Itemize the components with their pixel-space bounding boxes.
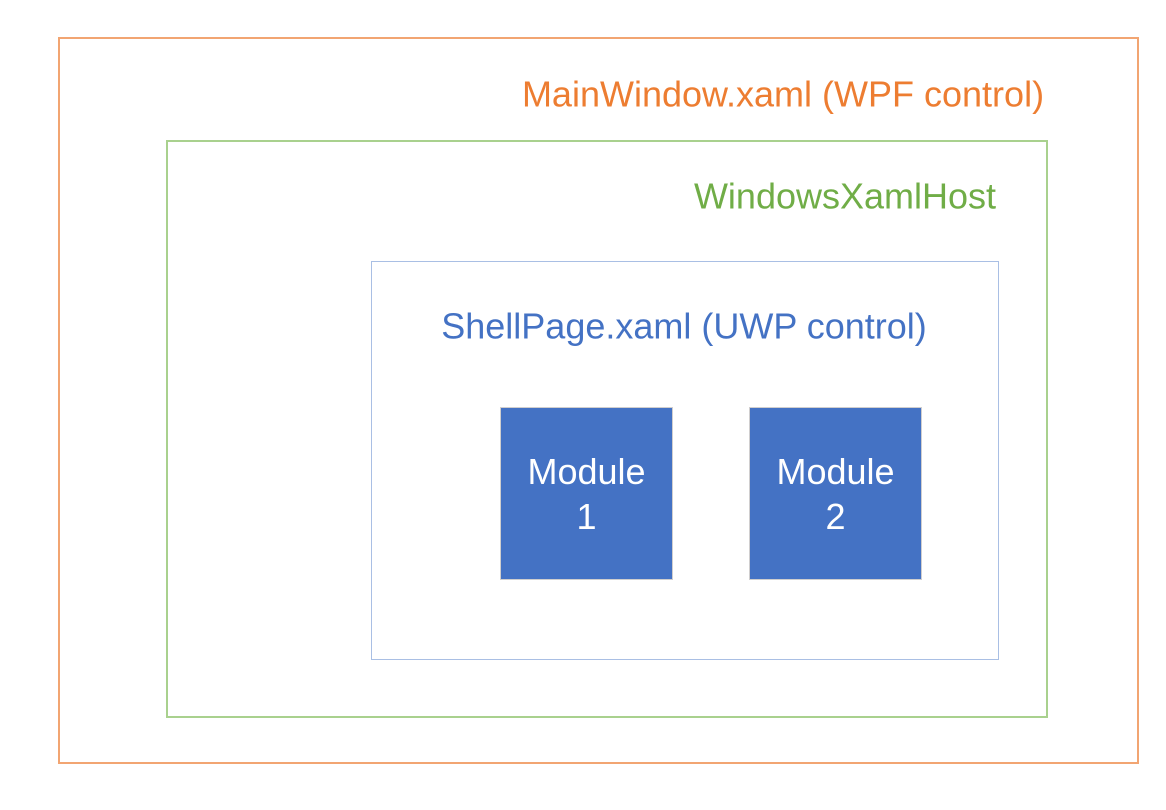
windowsxamlhost-label: WindowsXamlHost: [693, 175, 997, 217]
module-2-label: Module: [776, 450, 895, 492]
shellpage-label: ShellPage.xaml (UWP control): [441, 305, 927, 347]
module-1-box: Module 1: [500, 407, 673, 580]
module-2-box: Module 2: [749, 407, 922, 580]
mainwindow-label: MainWindow.xaml (WPF control): [521, 73, 1045, 115]
windowsxamlhost-box: [166, 140, 1048, 718]
mainwindow-box: [58, 37, 1139, 764]
module-1-label: Module: [527, 450, 646, 492]
shellpage-box: [371, 261, 999, 660]
module-2-number: 2: [825, 495, 846, 537]
module-1-number: 1: [576, 495, 597, 537]
